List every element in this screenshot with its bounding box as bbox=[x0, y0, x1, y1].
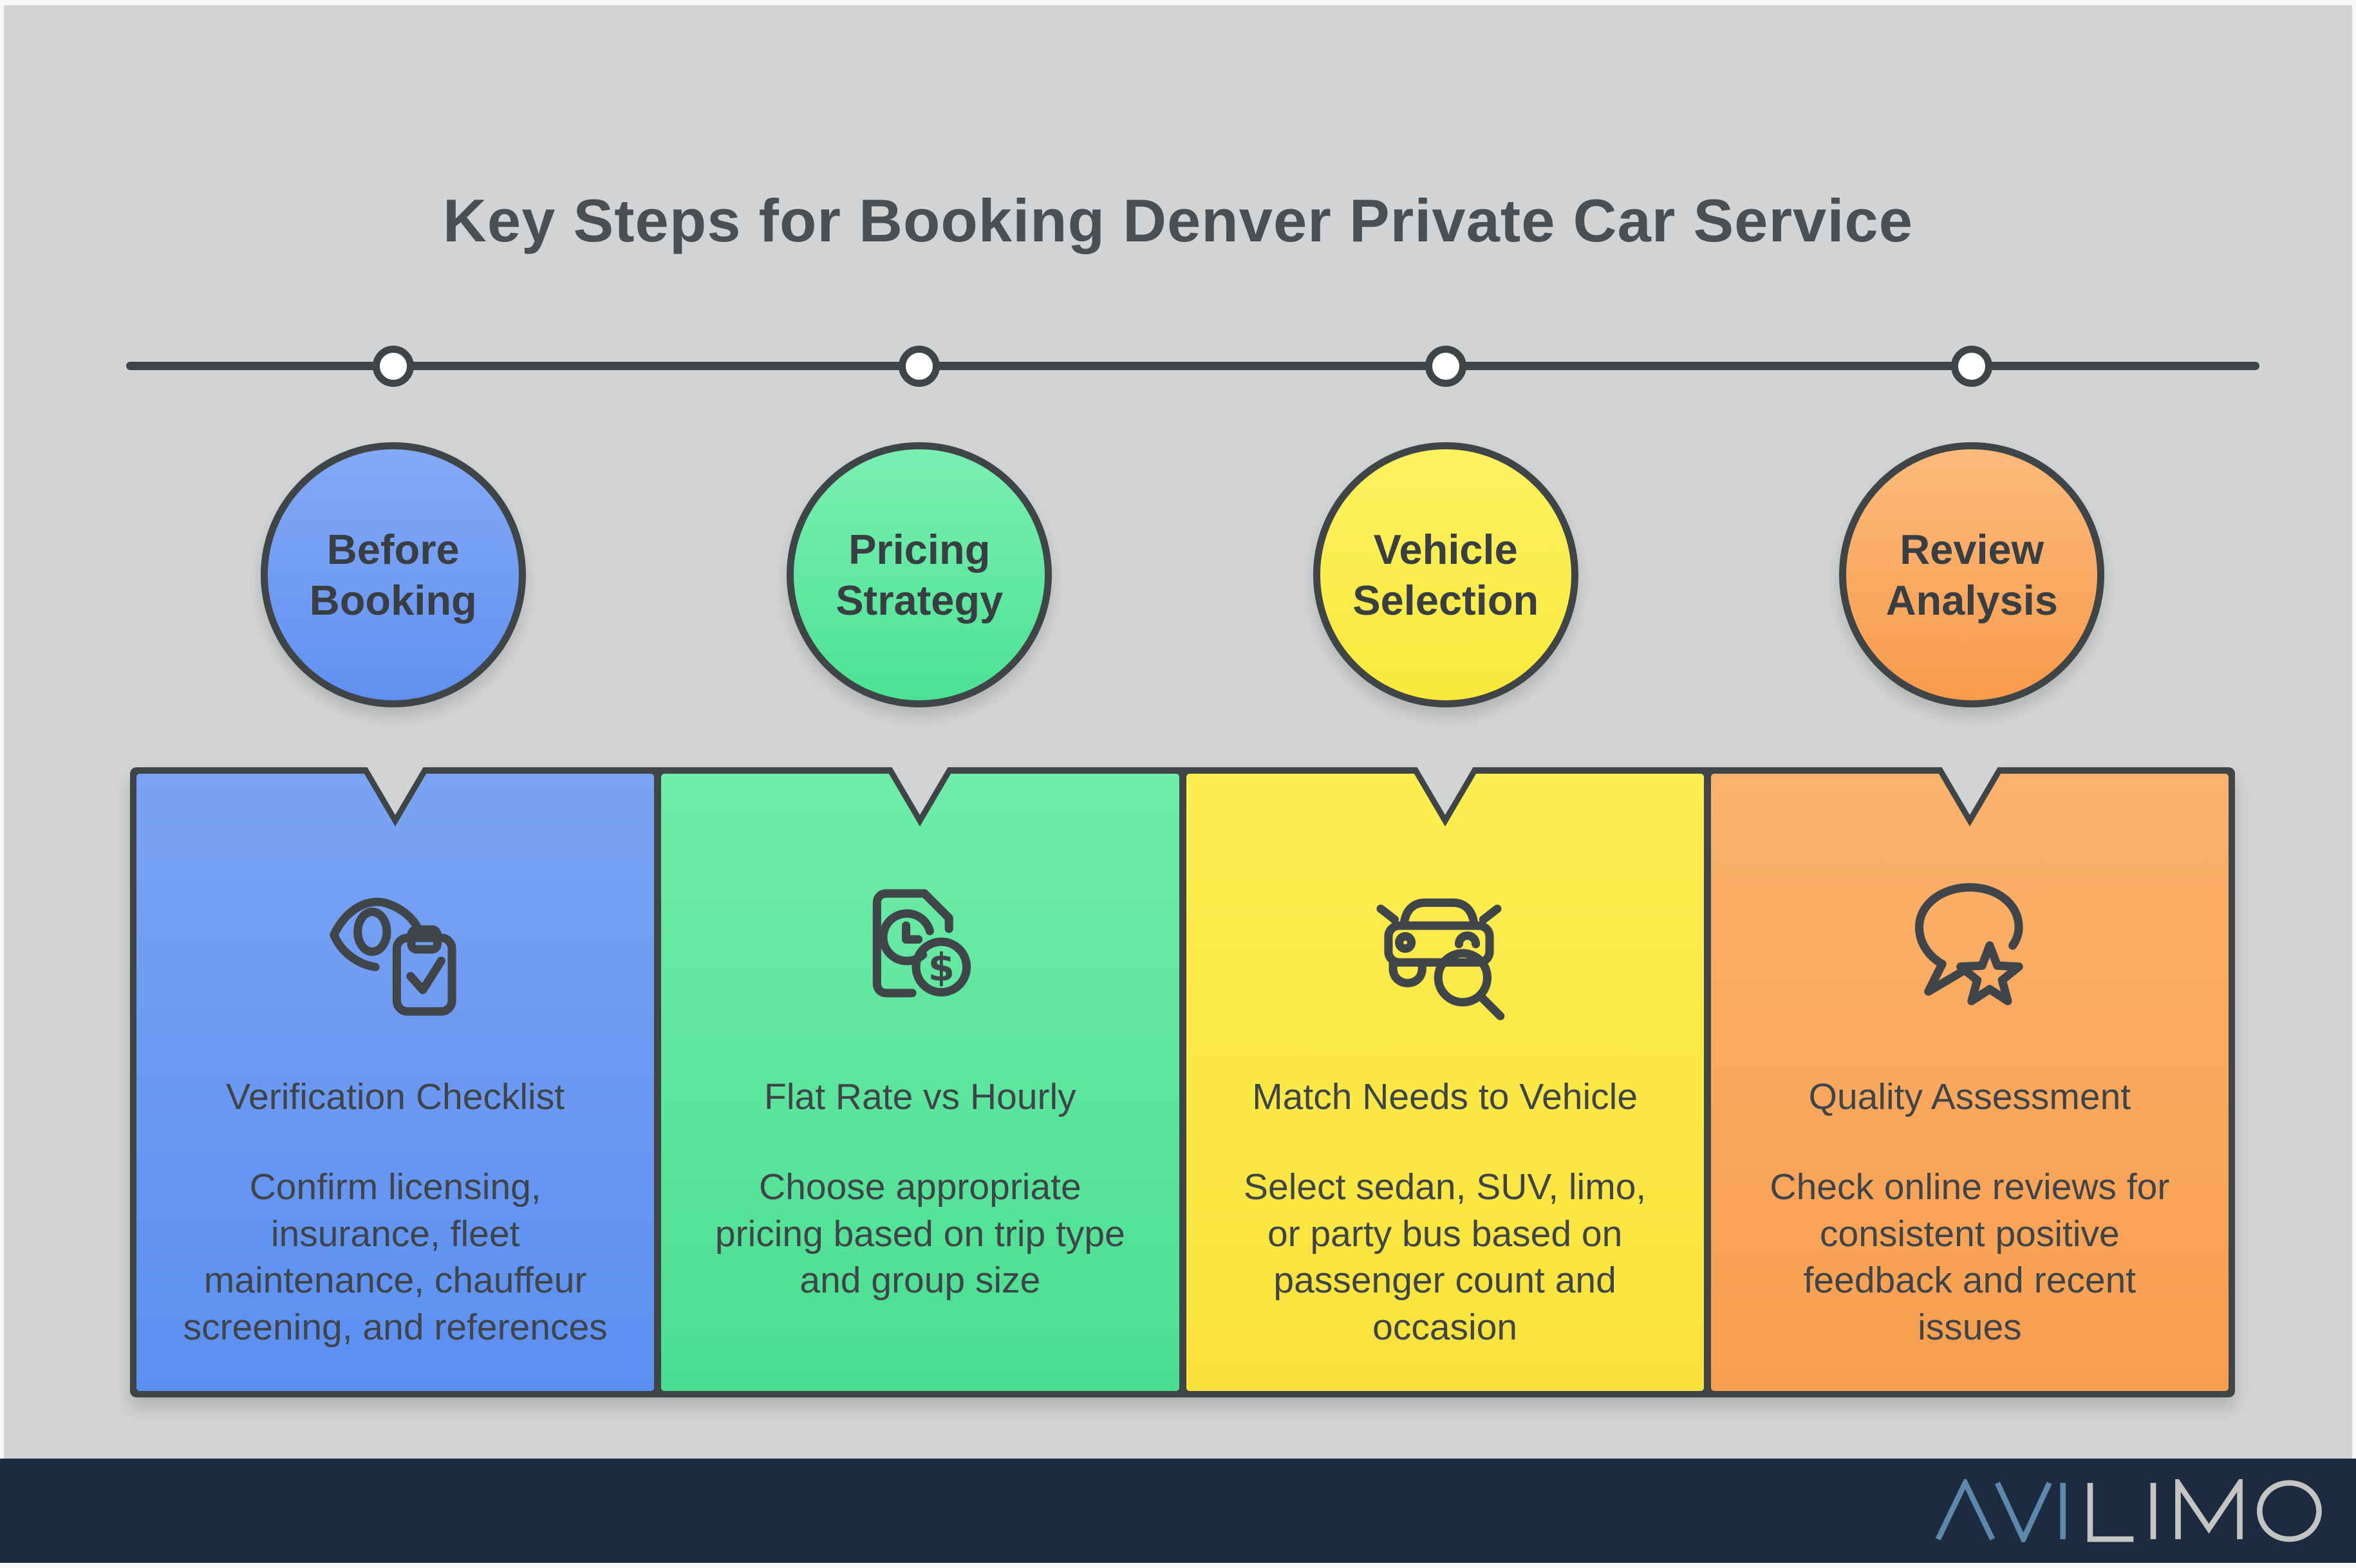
step-circle-vehicle-selection: Vehicle Selection bbox=[1313, 442, 1578, 707]
card-body: Select sedan, SUV, limo, or party bus ba… bbox=[1244, 1166, 1647, 1348]
card-body: Confirm licensing, insurance, fleet main… bbox=[183, 1166, 608, 1348]
card-heading: Quality Assessment bbox=[1808, 1076, 2131, 1117]
step-cards-row: Verification Checklist Confirm licensing… bbox=[130, 767, 2235, 1397]
infographic-canvas: Key Steps for Booking Denver Private Car… bbox=[4, 5, 2352, 1563]
card-vehicle-selection: Match Needs to Vehicle Select sedan, SUV… bbox=[1186, 774, 1704, 1391]
card-heading: Flat Rate vs Hourly bbox=[764, 1076, 1076, 1117]
card-heading: Match Needs to Vehicle bbox=[1252, 1076, 1638, 1117]
avilimo-logo-glyphs bbox=[1935, 1479, 2322, 1542]
page-title: Key Steps for Booking Denver Private Car… bbox=[443, 186, 1913, 254]
eye-clipboard-check-icon bbox=[319, 869, 472, 1022]
card-before-booking: Verification Checklist Confirm licensing… bbox=[136, 774, 655, 1391]
speech-bubble-star-icon bbox=[1893, 869, 2046, 1022]
timeline-dot-1 bbox=[372, 346, 414, 387]
car-magnifier-icon bbox=[1369, 869, 1522, 1022]
card-body: Choose appropriate pricing based on trip… bbox=[715, 1166, 1125, 1302]
step-circle-before-booking: Before Booking bbox=[260, 442, 526, 707]
timeline-dot-3 bbox=[1425, 346, 1466, 387]
card-pricing-strategy: $ Flat Rate vs Hourly Choose appropriate… bbox=[661, 774, 1179, 1391]
footer-bar: AVI LIMO bbox=[0, 1459, 2356, 1563]
card-heading: Verification Checklist bbox=[226, 1076, 565, 1117]
timeline-dot-4 bbox=[1951, 346, 1993, 387]
step-circle-pricing-strategy: Pricing Strategy bbox=[787, 442, 1052, 707]
avilimo-logo: AVI LIMO bbox=[1933, 1479, 2329, 1542]
timeline-dot-2 bbox=[899, 346, 940, 387]
document-clock-dollar-icon: $ bbox=[843, 869, 996, 1022]
timeline-line bbox=[126, 362, 2259, 370]
card-body: Check online reviews for consistent posi… bbox=[1770, 1166, 2170, 1348]
card-review-analysis: Quality Assessment Check online reviews … bbox=[1710, 774, 2229, 1391]
svg-text:$: $ bbox=[928, 946, 955, 991]
steps-container: Before Booking Pricing Strategy Vehicle … bbox=[130, 5, 2235, 1568]
step-circle-review-analysis: Review Analysis bbox=[1839, 442, 2105, 707]
